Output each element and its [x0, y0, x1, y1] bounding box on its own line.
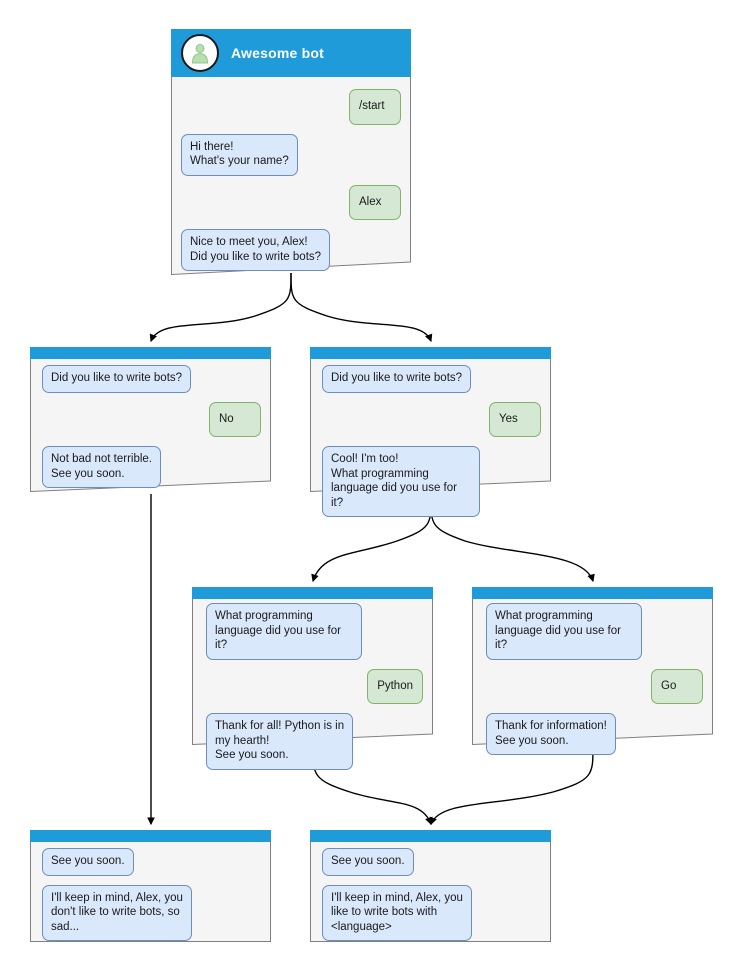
bot-message-bubble: Did you like to write bots?	[322, 365, 472, 393]
node-root-header: Awesome bot	[171, 29, 411, 77]
bot-message-bubble: I'll keep in mind, Alex, you don't like …	[42, 884, 192, 941]
node-go-branch[interactable]: What programming language did you use fo…	[472, 587, 713, 755]
node-root[interactable]: Awesome bot /start Hi there! What's your …	[171, 29, 411, 275]
node-end-happy-header	[310, 830, 551, 842]
bot-message-bubble: See you soon.	[42, 848, 134, 876]
bot-message-bubble: Did you like to write bots?	[42, 365, 192, 393]
message-row: Python	[206, 668, 423, 704]
message-row: /start	[181, 89, 401, 125]
node-yes-branch-header	[310, 347, 551, 359]
node-end-happy[interactable]: See you soon. I'll keep in mind, Alex, yo…	[310, 830, 551, 942]
message-row: What programming language did you use fo…	[486, 603, 703, 660]
message-row: What programming language did you use fo…	[206, 603, 423, 660]
node-end-sad-messages: See you soon. I'll keep in mind, Alex, yo…	[30, 842, 271, 950]
bot-message-bubble: What programming language did you use fo…	[206, 603, 363, 660]
bot-message-bubble: I'll keep in mind, Alex, you like to wri…	[322, 884, 472, 941]
message-row: Not bad not terrible. See you soon.	[42, 446, 261, 488]
bot-message-bubble: See you soon.	[322, 848, 414, 876]
node-go-branch-header	[472, 587, 713, 599]
user-message-bubble: Alex	[349, 184, 401, 220]
message-row: I'll keep in mind, Alex, you don't like …	[42, 884, 261, 941]
message-row: Nice to meet you, Alex! Did you like to …	[181, 229, 401, 271]
message-row: Hi there! What's your name?	[181, 133, 401, 176]
node-end-happy-messages: See you soon. I'll keep in mind, Alex, yo…	[310, 842, 551, 950]
message-row: No	[42, 401, 261, 437]
message-row: See you soon.	[42, 848, 261, 876]
bot-message-bubble: What programming language did you use fo…	[486, 603, 643, 660]
person-avatar-icon	[181, 34, 219, 72]
node-end-sad[interactable]: See you soon. I'll keep in mind, Alex, yo…	[30, 830, 271, 942]
bot-message-bubble: Nice to meet you, Alex! Did you like to …	[181, 229, 331, 271]
edge-root-to-no	[149, 272, 292, 343]
edge-root-to-yes	[290, 272, 433, 343]
bot-message-bubble: Thank for all! Python is in my hearth! S…	[206, 713, 354, 770]
node-python-branch-header	[192, 587, 433, 599]
user-message-bubble: No	[209, 401, 261, 437]
bot-message-bubble: Not bad not terrible. See you soon.	[42, 446, 162, 488]
node-end-sad-header	[30, 830, 271, 842]
bot-title: Awesome bot	[231, 45, 324, 61]
message-row: Thank for information! See you soon.	[486, 713, 703, 755]
message-row: Thank for all! Python is in my hearth! S…	[206, 713, 423, 770]
message-row: Yes	[322, 401, 541, 437]
user-message-bubble: /start	[349, 89, 401, 125]
message-row: Did you like to write bots?	[322, 365, 541, 393]
node-go-branch-messages: What programming language did you use fo…	[472, 599, 713, 764]
message-row: Did you like to write bots?	[42, 365, 261, 393]
bot-message-bubble: Cool! I'm too! What programming language…	[322, 446, 480, 517]
user-message-bubble: Yes	[489, 401, 541, 437]
message-row: Alex	[181, 184, 401, 220]
message-row: See you soon.	[322, 848, 541, 876]
user-message-bubble: Python	[367, 668, 423, 704]
bot-message-bubble: Thank for information! See you soon.	[486, 713, 616, 755]
bot-message-bubble: Hi there! What's your name?	[181, 133, 298, 176]
node-python-branch-messages: What programming language did you use fo…	[192, 599, 433, 779]
node-no-branch-header	[30, 347, 271, 359]
node-python-branch[interactable]: What programming language did you use fo…	[192, 587, 433, 770]
message-row: Go	[486, 668, 703, 704]
message-row: Cool! I'm too! What programming language…	[322, 446, 541, 517]
user-message-bubble: Go	[651, 668, 703, 704]
message-row: I'll keep in mind, Alex, you like to wri…	[322, 884, 541, 941]
